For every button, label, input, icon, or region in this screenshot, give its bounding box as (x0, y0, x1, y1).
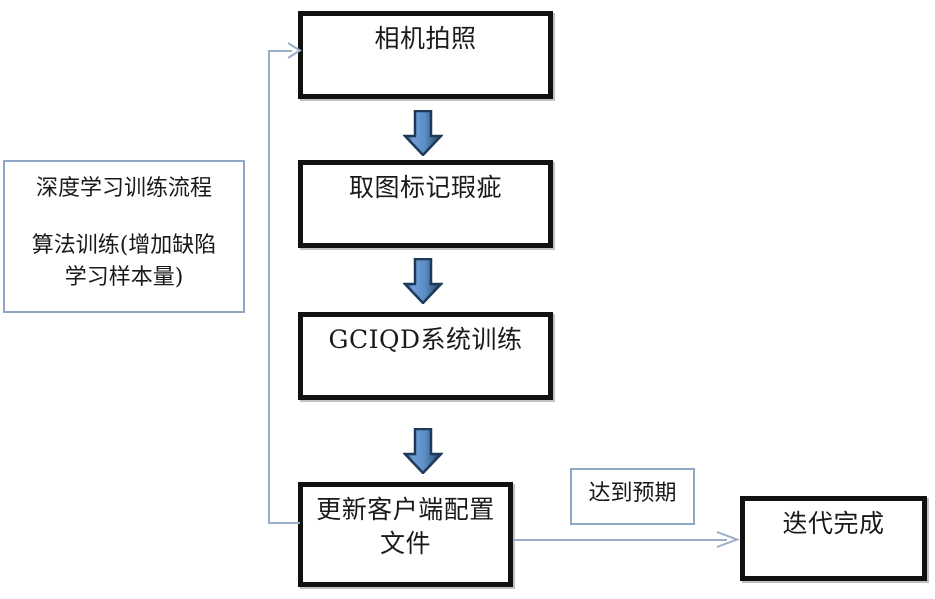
process-box-capture: 相机拍照 (298, 11, 553, 99)
feedback-line-bottom (268, 522, 300, 524)
down-block-arrow-2 (403, 258, 443, 304)
process-box-annotate: 取图标记瑕疵 (298, 160, 553, 248)
result-line (513, 539, 727, 541)
expected-result-note: 达到预期 (570, 468, 695, 525)
process-box-update-config: 更新客户端配置 文件 (298, 482, 513, 587)
process-box-capture-label: 相机拍照 (374, 24, 477, 53)
process-box-annotate-label: 取图标记瑕疵 (348, 173, 502, 202)
down-block-arrow-3 (403, 428, 443, 474)
process-box-train-label: GCIQD系统训练 (328, 325, 523, 354)
down-block-arrow-1 (403, 110, 443, 156)
feedback-line-top (268, 50, 292, 52)
process-box-train: GCIQD系统训练 (298, 312, 553, 400)
feedback-line-vertical (268, 50, 270, 524)
process-box-iteration-done: 迭代完成 (740, 496, 927, 581)
process-box-update-config-label: 更新客户端配置 文件 (316, 495, 495, 558)
process-box-iteration-done-label: 迭代完成 (782, 509, 885, 538)
left-info-panel: 深度学习训练流程 算法训练(增加缺陷 学习样本量) (3, 160, 245, 313)
left-info-panel-body: 算法训练(增加缺陷 学习样本量) (31, 233, 217, 290)
left-info-panel-title: 深度学习训练流程 (35, 176, 212, 201)
expected-result-note-label: 达到预期 (588, 481, 677, 506)
